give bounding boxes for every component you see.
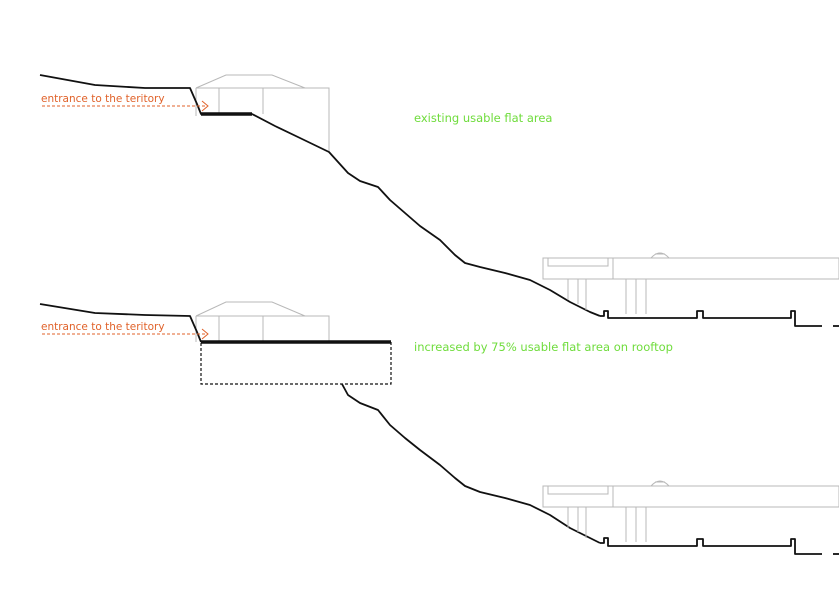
bottom-slope-line — [341, 383, 601, 544]
top-flat-area-note: existing usable flat area — [414, 111, 552, 125]
top-upper-building — [195, 74, 330, 152]
bottom-section: entrance to the teritory increased by 75… — [39, 301, 839, 555]
top-foundation-line — [600, 310, 822, 327]
top-entrance-label: entrance to the teritory — [41, 93, 165, 105]
top-lower-building — [542, 252, 839, 314]
bottom-flat-area-note: increased by 75% usable flat area on roo… — [414, 340, 673, 354]
bottom-upper-building — [195, 301, 330, 342]
top-section: entrance to the teritory existing usable… — [39, 74, 839, 327]
top-entrance-arrow — [42, 100, 209, 112]
bottom-entrance-arrow — [42, 328, 209, 340]
bottom-dashed-volume — [200, 341, 392, 385]
bottom-lower-building — [542, 480, 839, 542]
bottom-entrance-label: entrance to the teritory — [41, 321, 165, 333]
bottom-foundation-line — [600, 537, 822, 555]
